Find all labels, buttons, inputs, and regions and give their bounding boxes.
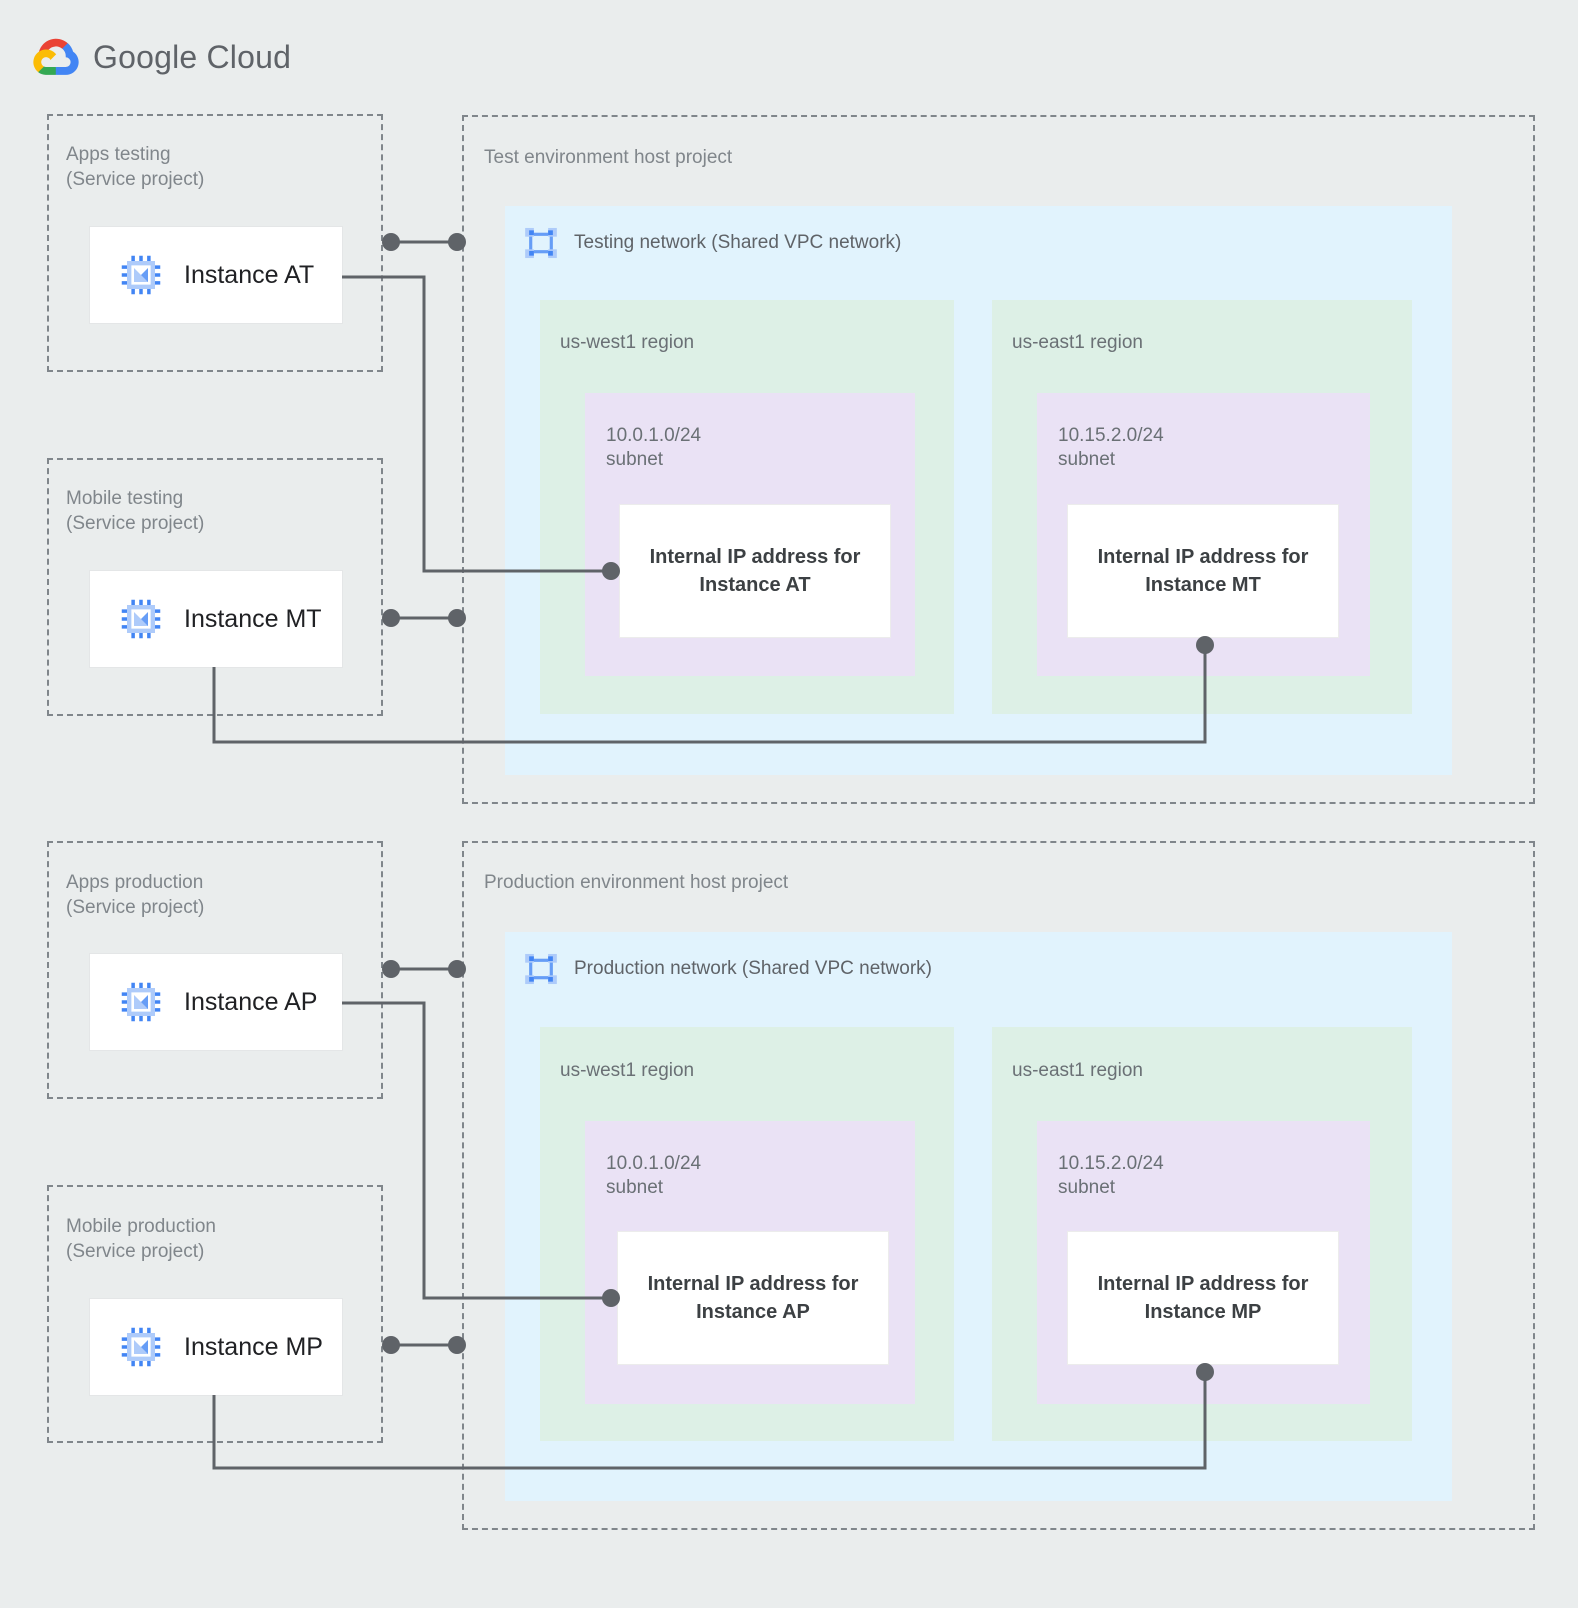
ip-card-instance-mp-text: Internal IP address for Instance MP [1097,1273,1309,1323]
connector-dot-at-left [382,233,400,251]
service-project-mobile-production-label: Mobile production (Service project) [66,1216,216,1262]
logo-wordmark: Google Cloud [93,39,291,76]
google-cloud-logo-icon [33,38,79,75]
ip-card-instance-ap: Internal IP address for Instance AP [618,1232,888,1364]
instance-mt-label: Instance MT [184,604,322,633]
instance-at-label: Instance AT [184,260,315,289]
testing-network-header: Testing network (Shared VPC network) [522,224,901,262]
service-project-mobile-testing-label: Mobile testing (Service project) [66,488,205,534]
ip-card-instance-ap-text: Internal IP address for Instance AP [647,1273,859,1323]
ip-card-instance-at-text: Internal IP address for Instance AT [649,546,861,596]
instance-card-mt[interactable]: Instance MT [90,571,342,667]
subnet-test-us-west1-label: 10.0.1.0/24 subnet [606,425,702,470]
instance-card-ap[interactable]: Instance AP [90,954,342,1050]
host-project-production-environment-label: Production environment host project [484,872,789,893]
ip-card-instance-mt-text: Internal IP address for Instance MT [1097,546,1309,596]
ip-card-instance-at: Internal IP address for Instance AT [620,505,890,637]
production-network-label: Production network (Shared VPC network) [574,958,932,979]
testing-network-label: Testing network (Shared VPC network) [574,232,902,253]
region-test-us-west1-label: us-west1 region [560,332,695,353]
instance-chip-icon [121,255,161,295]
subnet-test-us-east1-label: 10.15.2.0/24 subnet [1058,425,1164,470]
region-prod-us-west1-label: us-west1 region [560,1060,695,1081]
logo-google-text: Google [93,38,198,75]
region-prod-us-east1-label: us-east1 region [1012,1060,1143,1081]
connector-dot-ap-left [382,960,400,978]
host-project-test-environment-label: Test environment host project [484,147,733,168]
vpc-network-icon [525,953,557,985]
service-project-apps-testing-label: Apps testing (Service project) [66,144,205,190]
google-cloud-logo: Google Cloud [33,36,291,78]
logo-cloud-text: Cloud [197,38,292,75]
instance-ap-label: Instance AP [184,987,318,1016]
instance-card-at[interactable]: Instance AT [90,227,342,323]
connector-dot-mt-left [382,609,400,627]
region-test-us-east1-label: us-east1 region [1012,332,1143,353]
subnet-prod-us-west1-label: 10.0.1.0/24 subnet [606,1153,702,1198]
instance-chip-icon [121,599,161,639]
instance-chip-icon [121,982,161,1022]
instance-card-mp[interactable]: Instance MP [90,1299,342,1395]
instance-mp-label: Instance MP [184,1332,323,1361]
ip-card-instance-mp: Internal IP address for Instance MP [1068,1232,1338,1364]
subnet-prod-us-east1-label: 10.15.2.0/24 subnet [1058,1153,1164,1198]
instance-chip-icon [121,1327,161,1367]
production-network-header: Production network (Shared VPC network) [522,950,932,988]
connector-dot-mp-left [382,1336,400,1354]
ip-card-instance-mt: Internal IP address for Instance MT [1068,505,1338,637]
vpc-network-icon [525,227,557,259]
service-project-apps-production-label: Apps production (Service project) [66,872,205,918]
